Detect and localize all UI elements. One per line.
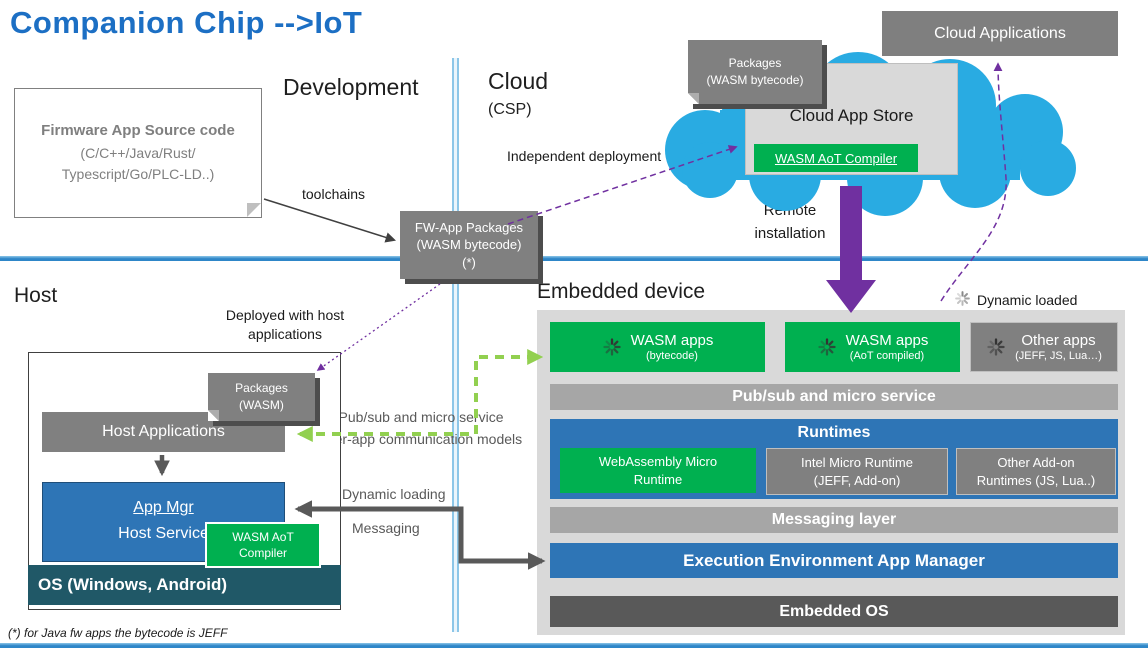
loading-spinner-icon [817,338,836,356]
app-subtitle: (JEFF, JS, Lua…) [1015,350,1102,362]
loading-spinner-icon [987,338,1005,356]
pubsub-micro-service-bar: Pub/sub and micro service [550,384,1118,410]
dynamic-loaded-label: Dynamic loaded [977,292,1078,308]
execution-environment-bar: Execution Environment App Manager [550,543,1118,578]
os-windows-android-box: OS (Windows, Android) [28,565,341,605]
app-title: Other apps [1021,332,1096,349]
app-label: Other apps (JEFF, JS, Lua…) [1015,332,1102,362]
embedded-section-label: Embedded device [537,280,706,303]
app-title: WASM apps [845,332,929,349]
runtimes-title: Runtimes [797,424,871,441]
wasm-apps-bytecode-box: WASM apps (bytecode) [550,322,765,372]
app-subtitle: (bytecode) [646,350,698,362]
development-section-label: Development [283,74,419,100]
loading-spinner-icon [955,291,970,306]
divider-vertical [452,58,459,632]
embedded-os-bar: Embedded OS [550,596,1118,627]
packages-wasm-tag: Packages (WASM) [208,373,315,421]
app-label: WASM apps (AoT compiled) [846,332,929,362]
other-addon-runtimes-box: Other Add-on Runtimes (JS, Lua..) [956,448,1116,495]
webassembly-micro-runtime-box: WebAssembly Micro Runtime [560,448,756,493]
dynamic-loading-label: Dynamic loading [342,486,446,502]
csp-label: (CSP) [488,101,532,118]
wasm-aot-compiler-host-box: WASM AoT Compiler [205,522,321,568]
wasm-aot-compiler-cloud-label: WASM AoT Compiler [774,150,898,166]
footnote: (*) for Java fw apps the bytecode is JEF… [8,626,228,640]
app-mgr-label: App Mgr [133,499,194,516]
cloud-section-label: Cloud [488,68,549,94]
toolchains-label: toolchains [302,186,366,202]
divider-horizontal-top [0,256,1148,261]
app-subtitle: (AoT compiled) [849,350,925,362]
intel-micro-runtime-box: Intel Micro Runtime (JEFF, Add-on) [766,448,948,495]
host-service-label: Host Service [118,524,209,542]
messaging-layer-bar: Messaging layer [550,507,1118,533]
firmware-source-box: Firmware App Source code (C/C++/Java/Rus… [14,88,262,218]
firmware-source-title: Firmware App Source code [41,122,235,140]
cloud-app-store-title: Cloud App Store [789,106,914,125]
wasm-aot-compiler-cloud-box: WASM AoT Compiler [754,144,918,172]
cloud-applications-box: Cloud Applications [882,11,1118,56]
runtimes-container: Runtimes WebAssembly Micro Runtime Intel… [550,419,1118,499]
fw-app-packages-box: FW-App Packages (WASM bytecode) (*) [400,211,538,279]
firmware-source-subtitle: (C/C++/Java/Rust/ Typescript/Go/PLC-LD..… [61,145,215,182]
divider-horizontal-bottom [0,643,1148,648]
app-title: WASM apps [630,332,714,349]
host-section-label: Host [14,284,58,307]
other-apps-box: Other apps (JEFF, JS, Lua…) [970,322,1118,372]
app-label: WASM apps (bytecode) [631,332,714,362]
page-title: Companion Chip -->IoT [10,5,363,40]
packages-wasm-bytecode-tag: Packages (WASM bytecode) [688,40,822,104]
loading-spinner-icon [602,338,621,356]
wasm-apps-aot-box: WASM apps (AoT compiled) [785,322,960,372]
